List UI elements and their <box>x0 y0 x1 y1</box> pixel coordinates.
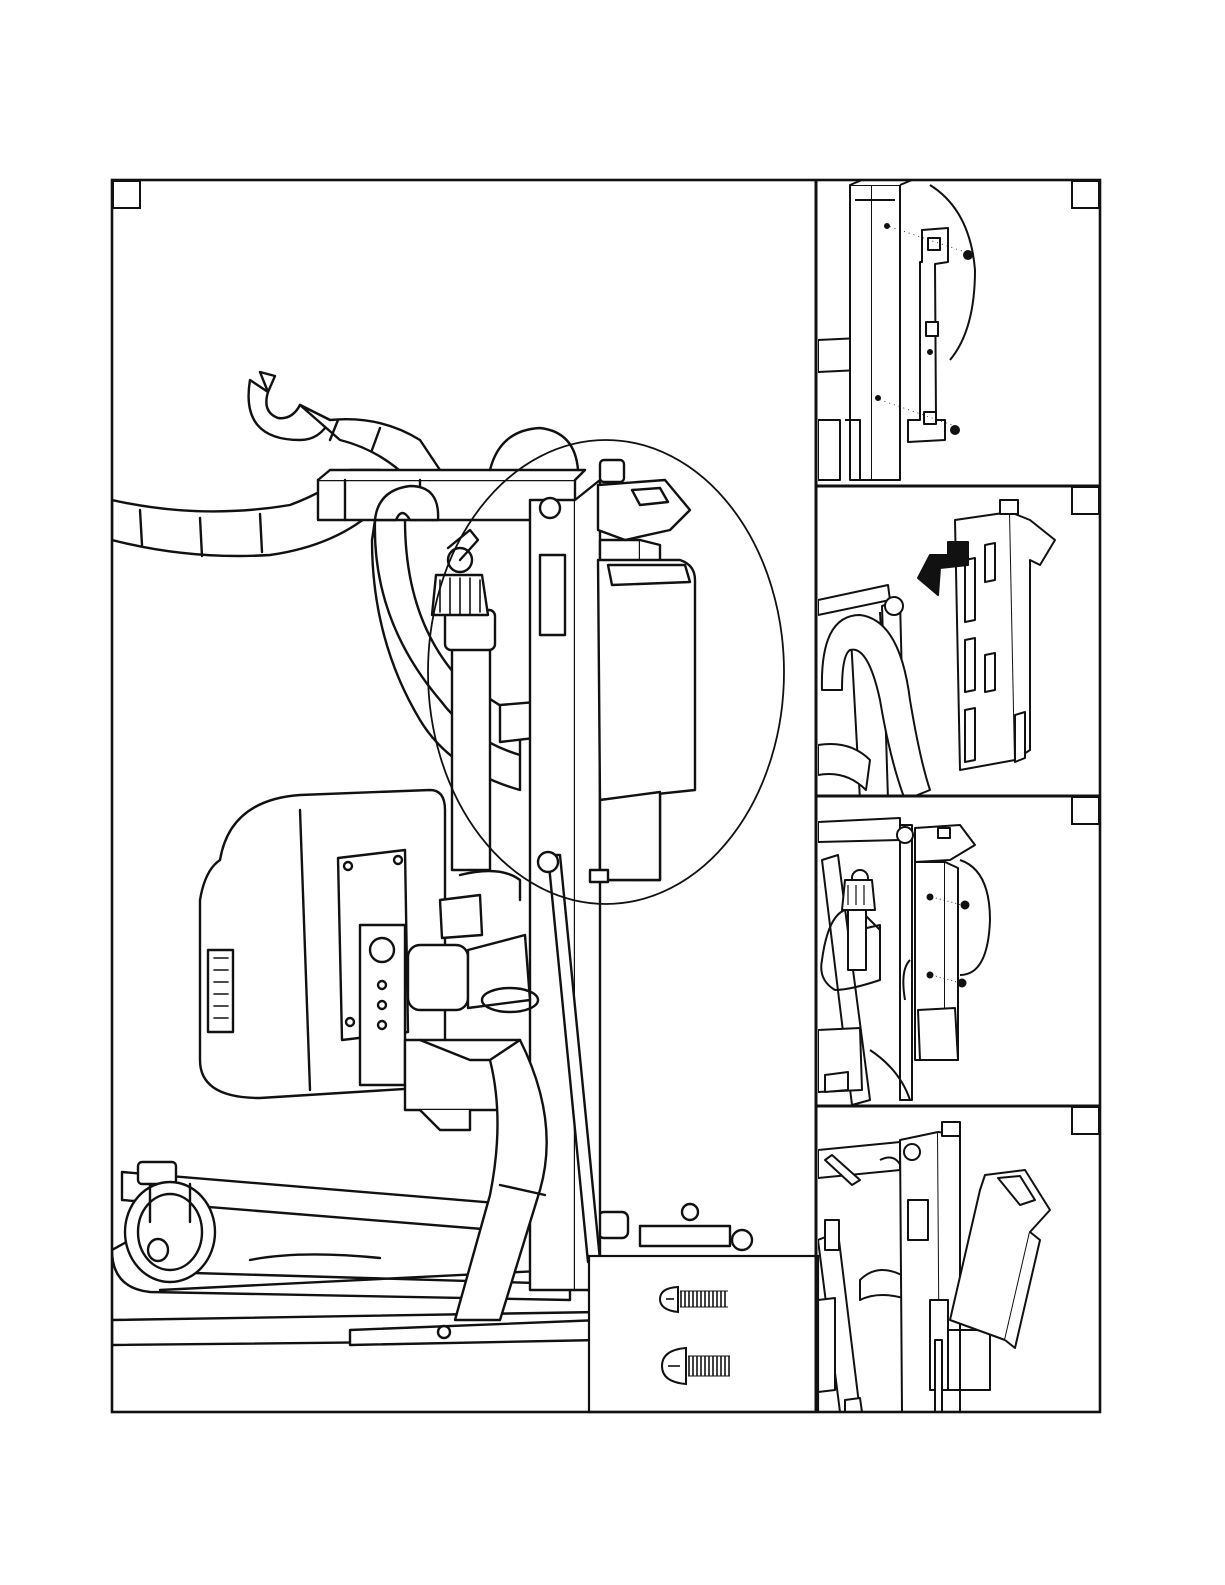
handle-bar <box>112 372 440 556</box>
detail-panel-screw-fasten <box>818 818 990 1105</box>
detail-panel-bracket-mount <box>818 180 975 480</box>
main-panel <box>112 372 784 1345</box>
control-box <box>590 460 695 882</box>
hardware-inset <box>589 1256 818 1412</box>
step-badge-3 <box>1072 797 1099 824</box>
detail-panel-slide-on <box>818 500 1055 800</box>
step-badge-2 <box>1072 487 1099 514</box>
step-badge-main <box>113 181 140 208</box>
detail-panel-battery-install <box>818 1122 1050 1412</box>
step-badge-4 <box>1072 1107 1099 1134</box>
step-badge-1 <box>1072 181 1099 208</box>
